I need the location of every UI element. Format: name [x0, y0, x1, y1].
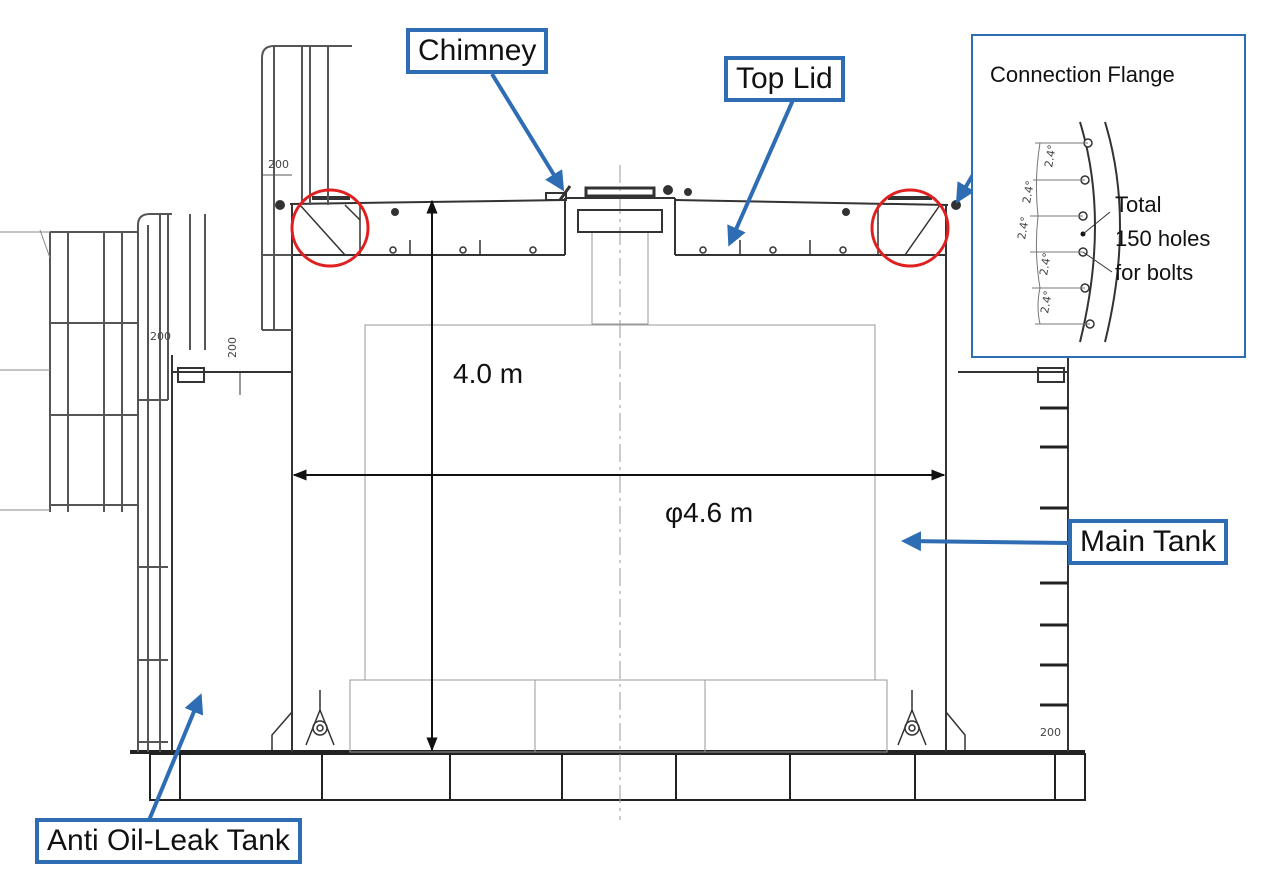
left-ladders [0, 213, 206, 752]
flange-highlight-right [870, 188, 950, 268]
anti-oil-leak-tank-wall [171, 355, 1069, 752]
lid-stiffeners [299, 204, 941, 256]
angle-label-1: 2.4° [1042, 144, 1059, 169]
support-legs [271, 690, 966, 750]
inner-structure [349, 165, 888, 820]
height-dimension-label: 4.0 m [453, 358, 524, 389]
angle-label-4: 2.4° [1037, 252, 1054, 277]
diameter-dimension-label: φ4.6 m [665, 497, 754, 528]
chimney-label: Chimney [406, 28, 549, 74]
connection-flange-title: Connection Flange [990, 62, 1175, 87]
dim-200-left: 200 [150, 330, 171, 343]
main-tank-label: Main Tank [1068, 519, 1229, 565]
connection-flange-inset: 2.4° 2.4° 2.4° 2.4° 2.4° [971, 34, 1246, 358]
bolt-note-line2: 150 holes [1115, 226, 1211, 251]
dim-200-right: 200 [1040, 726, 1061, 739]
base-platform [130, 750, 1086, 801]
flange-highlight-left [290, 188, 370, 268]
anti-oil-leak-tank-label: Anti Oil-Leak Tank [35, 818, 302, 864]
angle-label-5: 2.4° [1038, 290, 1055, 315]
dim-200-top: 200 [268, 158, 289, 171]
top-lid-label: Top Lid [724, 56, 845, 102]
angle-label-3: 2.4° [1015, 216, 1032, 241]
ladder-spacing-marks: 200 200 200 200 [150, 158, 1061, 739]
top-left-ladder [261, 45, 352, 331]
main-tank-wall [291, 205, 947, 752]
dim-200-vertical: 200 [226, 337, 239, 358]
bolt-note-line3: for bolts [1115, 260, 1194, 285]
angle-label-2: 2.4° [1020, 180, 1037, 205]
bolt-note-line1: Total [1115, 192, 1162, 217]
top-lid [275, 185, 961, 256]
right-wall-ribs [1040, 406, 1068, 707]
